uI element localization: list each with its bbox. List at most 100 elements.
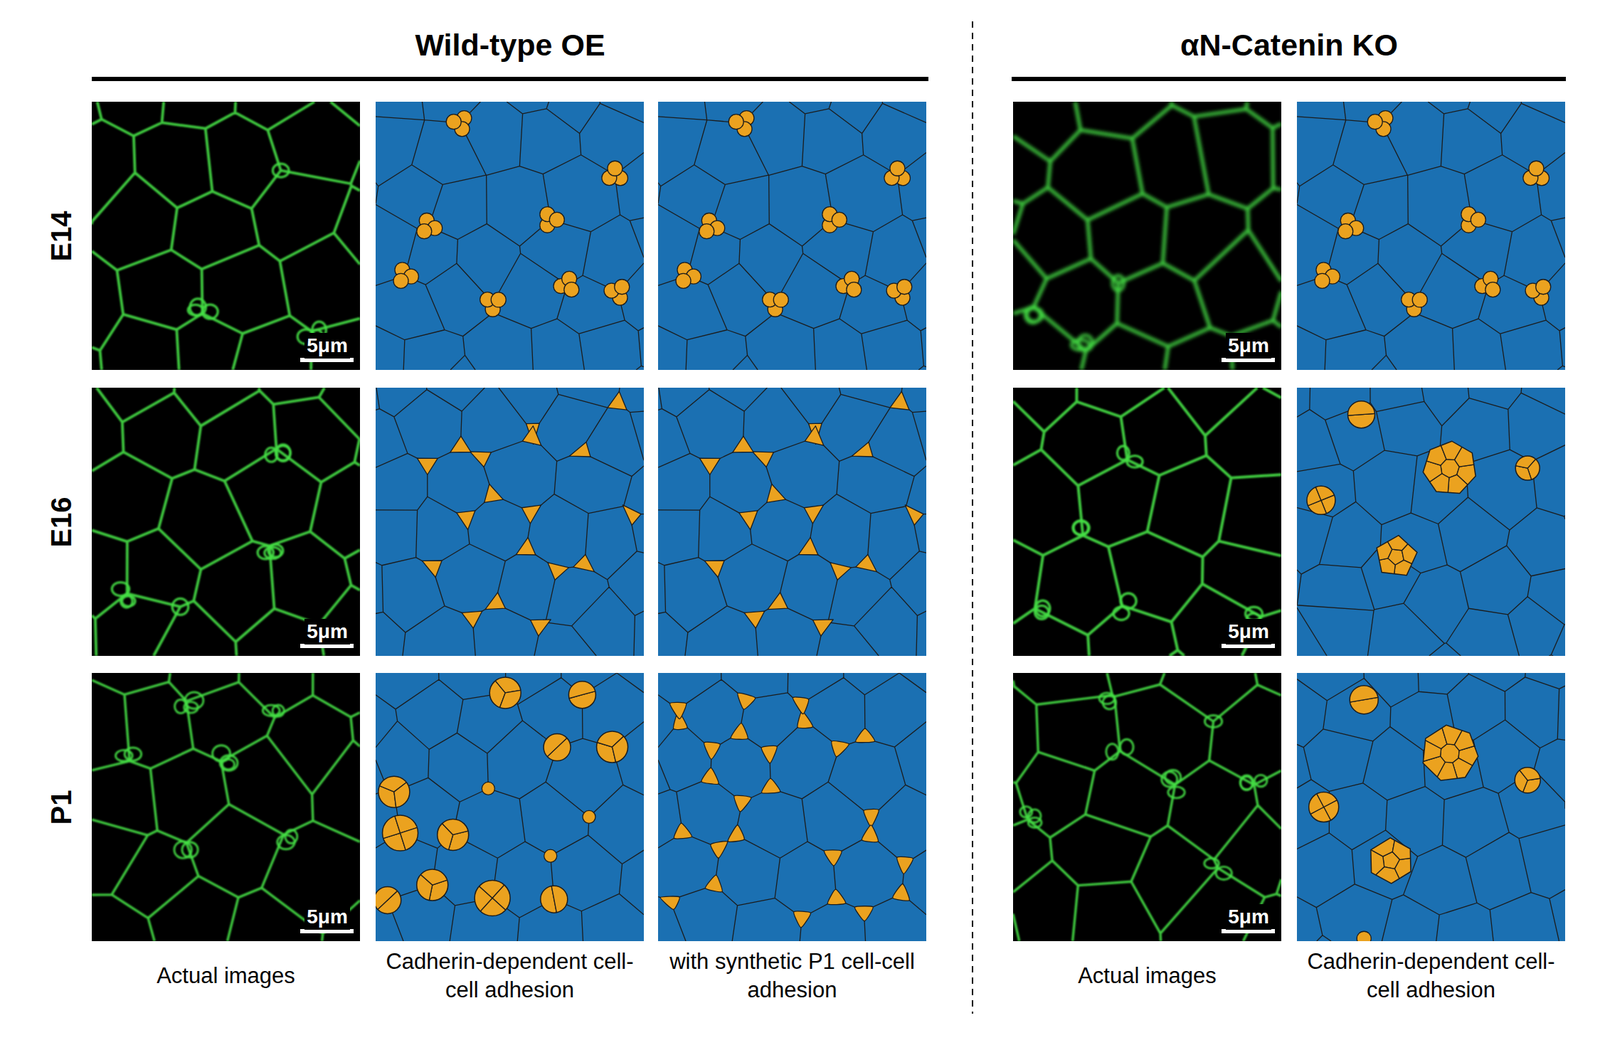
panel-ground bbox=[375, 387, 644, 656]
cell-cluster bbox=[544, 849, 558, 863]
cluster-outline bbox=[437, 818, 469, 851]
small-cell bbox=[416, 458, 438, 475]
panel-ground bbox=[658, 673, 927, 942]
small-cell bbox=[1394, 857, 1416, 886]
small-cell bbox=[622, 505, 641, 526]
panel bbox=[375, 387, 644, 656]
cell-cluster bbox=[1513, 453, 1542, 483]
micrograph-ground bbox=[91, 673, 360, 942]
small-cell bbox=[831, 212, 847, 227]
cell-cluster bbox=[1525, 279, 1551, 306]
small-cell bbox=[485, 592, 506, 610]
small-cell bbox=[1470, 212, 1486, 227]
panel bbox=[658, 101, 927, 370]
small-cell bbox=[1528, 160, 1544, 176]
micrograph-ground bbox=[91, 387, 360, 656]
small-cell bbox=[1372, 558, 1396, 581]
cell-cluster bbox=[604, 279, 630, 306]
scale-bar-label: 5μm bbox=[304, 904, 351, 930]
micrograph-ground bbox=[1013, 673, 1282, 942]
panel bbox=[1013, 387, 1282, 656]
small-cell bbox=[854, 906, 873, 922]
small-cell-membrane bbox=[1240, 776, 1253, 791]
small-cell bbox=[607, 391, 627, 410]
small-cell bbox=[863, 808, 879, 827]
small-cell bbox=[704, 742, 721, 760]
small-cell bbox=[804, 426, 824, 446]
cell-cluster bbox=[446, 110, 472, 137]
cell-borders bbox=[375, 387, 644, 656]
small-cell-membrane bbox=[189, 298, 207, 316]
small-cell bbox=[761, 745, 777, 763]
cell-borders bbox=[375, 101, 644, 370]
cluster-outline bbox=[543, 734, 571, 762]
panel-ground bbox=[658, 101, 927, 370]
cell-cluster bbox=[728, 110, 755, 137]
panel bbox=[91, 101, 360, 370]
panel-ground bbox=[375, 673, 644, 942]
small-cell-membrane bbox=[1168, 786, 1185, 799]
small-cell bbox=[582, 810, 596, 824]
small-cell-membrane bbox=[1106, 744, 1119, 760]
column-caption: Actual images bbox=[156, 961, 296, 991]
cell-cluster bbox=[435, 816, 471, 853]
small-cell bbox=[516, 537, 536, 555]
small-cell-membrane bbox=[1099, 692, 1115, 705]
cell-cluster bbox=[380, 813, 421, 854]
small-cell bbox=[737, 692, 756, 710]
small-cell bbox=[1347, 683, 1381, 703]
panel-ground bbox=[658, 387, 927, 656]
cell-borders bbox=[1296, 101, 1566, 370]
small-cell-membrane bbox=[1215, 866, 1232, 880]
small-cell bbox=[1367, 114, 1383, 130]
small-cell bbox=[727, 825, 745, 843]
small-cell-membrane bbox=[1035, 605, 1049, 619]
membrane-signal bbox=[91, 673, 360, 942]
small-cell bbox=[1454, 438, 1480, 467]
small-cell-membrane bbox=[262, 705, 280, 716]
cluster-outline bbox=[1376, 535, 1418, 576]
cell-cluster bbox=[416, 213, 443, 240]
column-caption: Actual images bbox=[1077, 961, 1217, 991]
small-cell bbox=[544, 849, 558, 863]
small-cell bbox=[660, 896, 680, 910]
small-cell-membrane bbox=[1165, 769, 1181, 784]
scale-bar-label: 5μm bbox=[1225, 618, 1272, 645]
panel bbox=[1296, 673, 1566, 942]
cell-membranes bbox=[91, 673, 360, 942]
cell-cluster bbox=[539, 207, 565, 234]
small-cell bbox=[1372, 533, 1392, 563]
membrane-signal bbox=[91, 387, 360, 656]
small-cell bbox=[1356, 931, 1371, 942]
small-cell bbox=[1452, 758, 1481, 784]
panel bbox=[1013, 673, 1282, 942]
cell-cluster bbox=[1345, 399, 1377, 431]
small-cell bbox=[855, 728, 876, 743]
cell-cluster bbox=[886, 279, 913, 306]
panel-ground bbox=[1296, 387, 1566, 656]
cluster-outline bbox=[1309, 792, 1339, 823]
small-cell bbox=[450, 436, 471, 453]
small-cell bbox=[752, 451, 775, 468]
cell-borders bbox=[375, 673, 644, 942]
small-cell bbox=[889, 391, 910, 410]
small-cell bbox=[416, 224, 432, 240]
small-cell bbox=[704, 560, 725, 577]
row-label: E16 bbox=[42, 496, 80, 548]
cell-cluster bbox=[1347, 683, 1381, 717]
cluster-outline bbox=[568, 681, 596, 709]
small-cell-membrane bbox=[257, 546, 274, 560]
cell-cluster bbox=[835, 271, 862, 297]
cell-cluster bbox=[1372, 533, 1420, 581]
small-cell bbox=[889, 160, 905, 176]
cell-cluster bbox=[414, 867, 451, 903]
micrograph-ground bbox=[91, 101, 360, 370]
cell-cluster bbox=[487, 675, 523, 711]
small-cell bbox=[470, 451, 492, 468]
small-cell-membrane bbox=[111, 582, 129, 597]
cell-cluster bbox=[481, 781, 495, 795]
scale-bar-label: 5μm bbox=[1225, 904, 1272, 930]
column-heading: Wild-type OE bbox=[414, 25, 605, 66]
small-cell-membrane bbox=[1028, 809, 1041, 823]
cluster-outline bbox=[474, 880, 511, 917]
